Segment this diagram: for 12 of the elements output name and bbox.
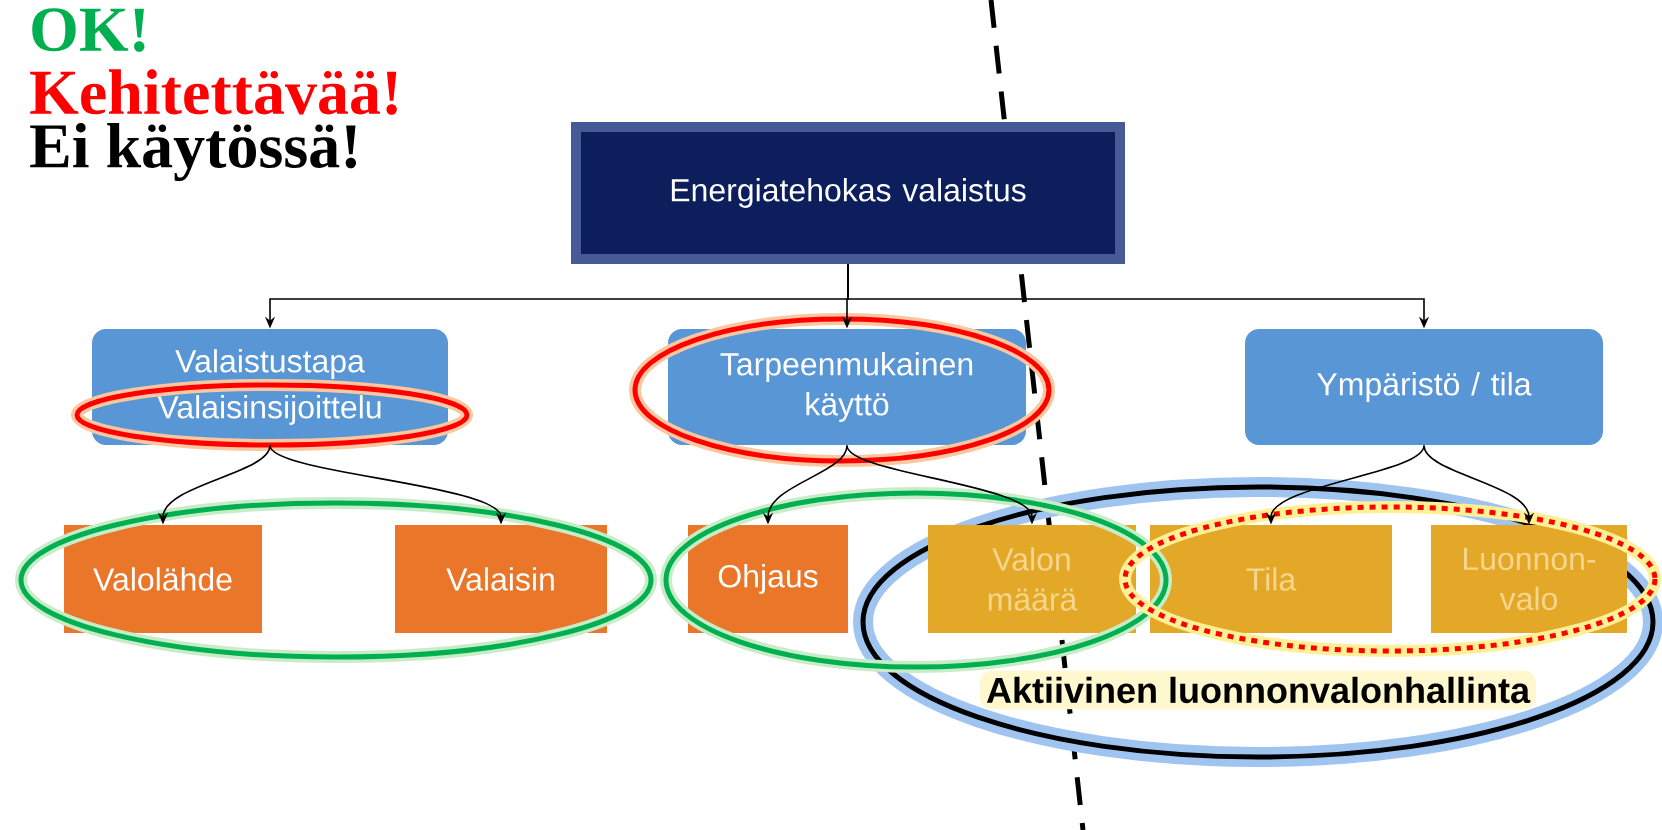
status-label: Ei käytössä! (30, 122, 357, 182)
item-box: Ohjaus (688, 525, 848, 633)
item-box: Valon määrä (928, 525, 1136, 633)
category-box: Ympäristö / tila (1245, 329, 1603, 445)
status-label: Kehitettävää! (30, 69, 397, 115)
item-box: Luonnon- valo (1431, 525, 1627, 633)
item-box: Tila (1150, 525, 1392, 633)
category-box: Tarpeenmukainen käyttö (668, 329, 1026, 445)
title-box: Energiatehokas valaistus (571, 122, 1125, 264)
item-box: Valaisin (395, 525, 607, 633)
item-box: Valolähde (64, 525, 262, 633)
status-label: OK! (32, 8, 145, 52)
